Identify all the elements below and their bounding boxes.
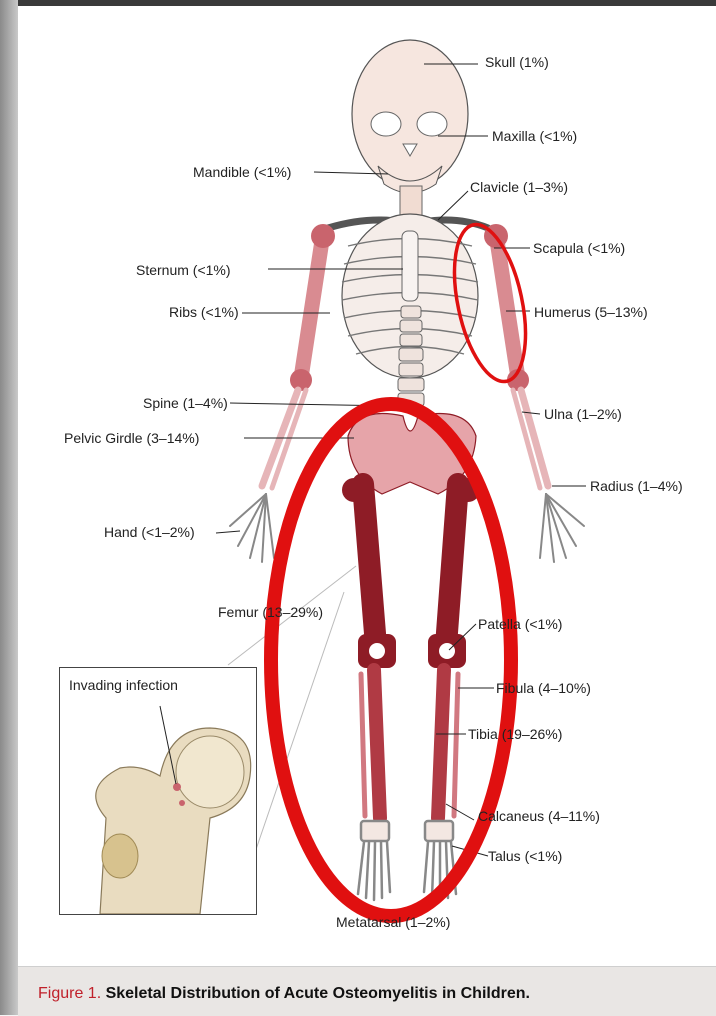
label-maxilla: Maxilla (<1%) [492,128,577,144]
humerus-left [301,234,323,378]
label-mandible: Mandible (<1%) [193,164,291,180]
label-spine: Spine (1–4%) [143,395,228,411]
label-radius: Radius (1–4%) [590,478,683,494]
fibula-left [361,674,365,816]
femur-inset-panel: Invading infection [59,667,257,915]
label-hand: Hand (<1–2%) [104,524,195,540]
label-pelvic-girdle: Pelvic Girdle (3–14%) [64,430,199,446]
fibula-right [454,674,458,816]
label-ulna: Ulna (1–2%) [544,406,622,422]
label-sternum: Sternum (<1%) [136,262,231,278]
label-ribs: Ribs (<1%) [169,304,239,320]
shoulder-left [311,224,335,248]
tibia-right [438,670,444,818]
label-invading-infection: Invading infection [69,677,178,693]
label-clavicle: Clavicle (1–3%) [470,179,568,195]
label-tibia: Tibia (19–26%) [468,726,562,742]
elbow-left [290,369,312,391]
caption-text: Skeletal Distribution of Acute Osteomyel… [101,985,530,1002]
foot-left [358,821,390,900]
patella-left [369,643,385,659]
hand-left [230,494,274,562]
sternum-shape [402,231,418,301]
femur-head-left [342,478,366,502]
left-margin-bar [0,0,18,1015]
femur-head-illustration [60,668,256,914]
femur-right [446,484,458,646]
figure-caption: Figure 1. Skeletal Distribution of Acute… [38,985,530,1003]
figure-panel: Skull (1%) Maxilla (<1%) Mandible (<1%) … [18,6,716,966]
skull-shape [352,40,468,188]
label-metatarsal: Metatarsal (1–2%) [336,914,450,930]
figure-caption-bar: Figure 1. Skeletal Distribution of Acute… [18,966,716,1016]
label-humerus: Humerus (5–13%) [534,304,648,320]
patella-right [439,643,455,659]
label-calcaneus: Calcaneus (4–11%) [478,808,600,824]
eye-socket-left [371,112,401,136]
label-skull: Skull (1%) [485,54,549,70]
label-scapula: Scapula (<1%) [533,240,625,256]
tibia-left [374,670,380,818]
label-talus: Talus (<1%) [488,848,562,864]
spine-shape [398,306,424,406]
femur-left [363,484,376,646]
label-patella: Patella (<1%) [478,616,562,632]
caption-number: Figure 1. [38,985,101,1002]
hand-right [540,494,584,562]
eye-socket-right [417,112,447,136]
label-fibula: Fibula (4–10%) [496,680,591,696]
label-femur: Femur (13–29%) [218,604,323,620]
